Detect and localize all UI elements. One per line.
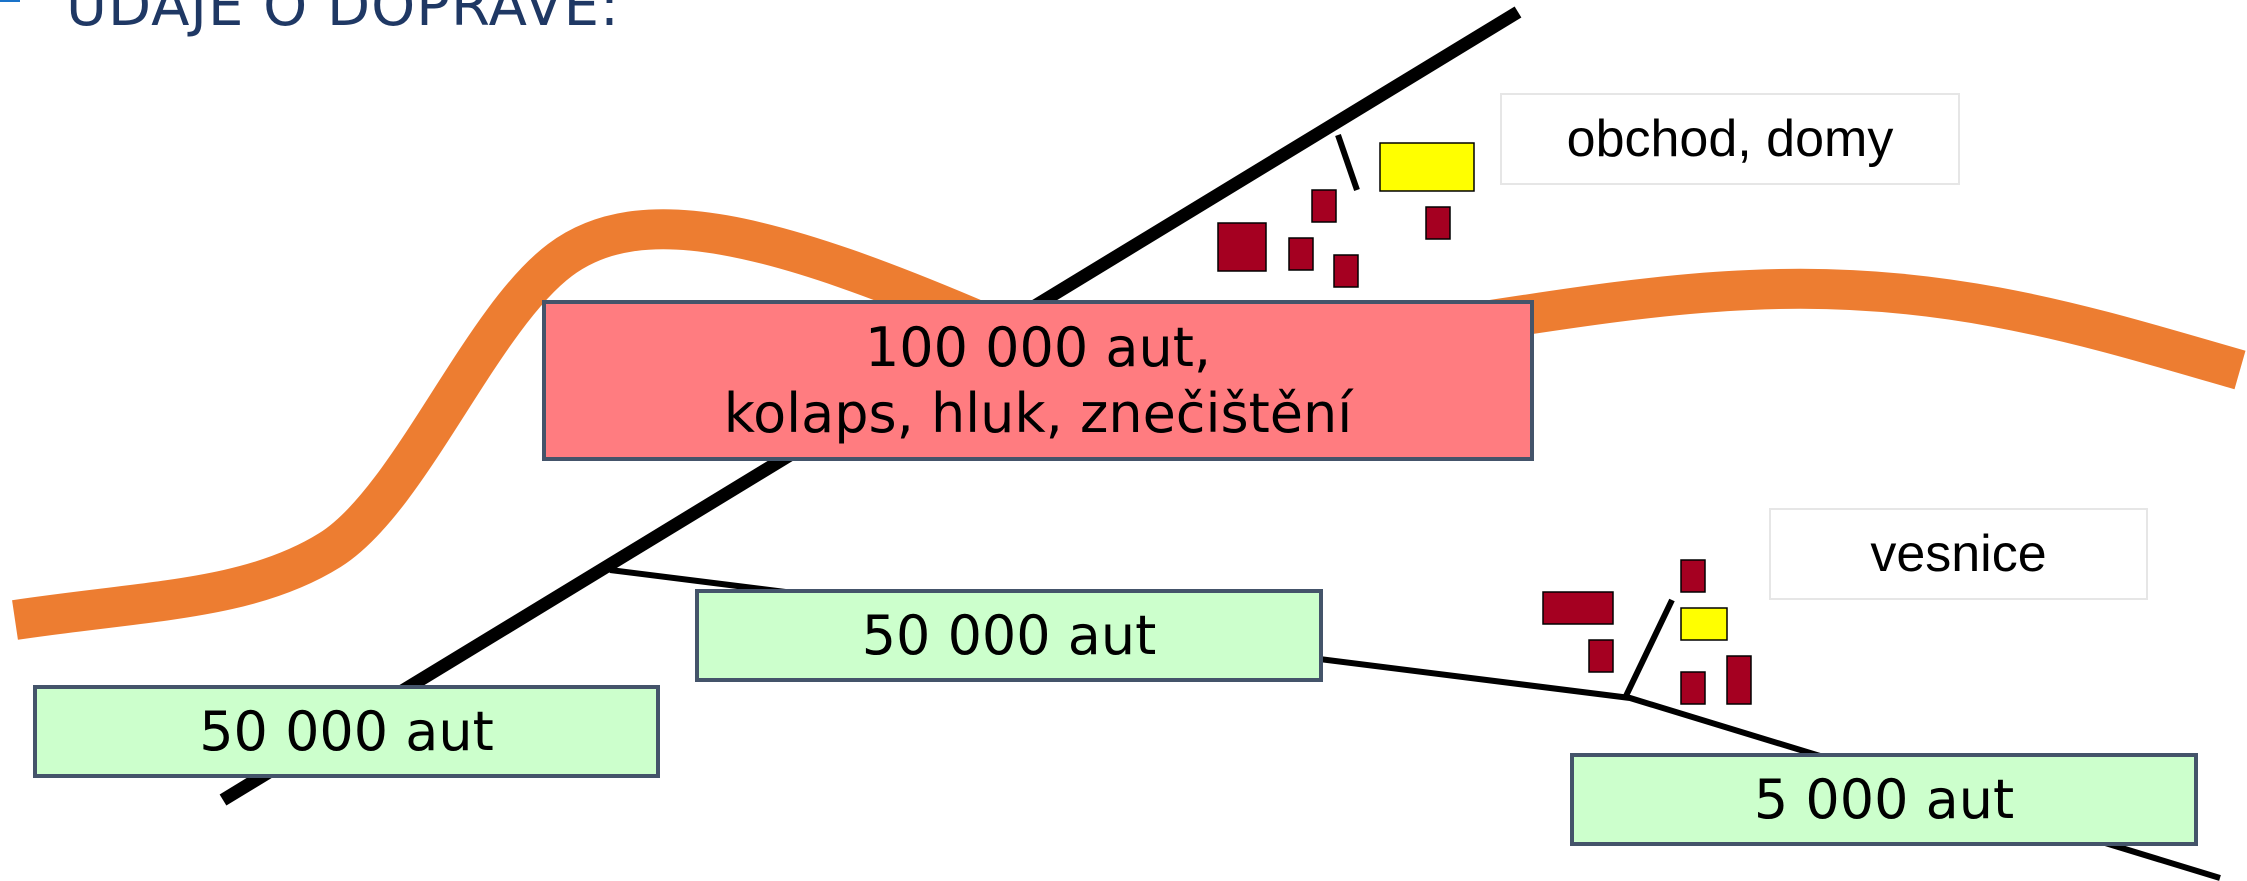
shop-icon — [1379, 142, 1475, 192]
bullet-icon — [0, 0, 20, 2]
house-icon — [1333, 254, 1359, 288]
house-icon — [1425, 206, 1451, 240]
page-title-text: ÚDAJE O DOPRAVĚ: — [66, 0, 620, 39]
house-icon — [1680, 671, 1706, 705]
town-label: obchod, domy — [1500, 93, 1960, 185]
town-access-road — [1335, 134, 1360, 191]
shop-icon — [1680, 607, 1728, 641]
house-icon — [1588, 639, 1614, 673]
village-access-road — [1622, 598, 1675, 700]
house-icon — [1288, 237, 1314, 271]
middle-road-traffic-box: 50 000 aut — [695, 589, 1323, 682]
house-icon — [1680, 559, 1706, 593]
main-road-traffic-count: 100 000 aut, — [864, 315, 1212, 379]
house-icon — [1311, 189, 1337, 223]
house-icon — [1726, 655, 1752, 705]
village-label: vesnice — [1769, 508, 2148, 600]
village-road-traffic-box: 5 000 aut — [1570, 753, 2198, 846]
river — [12, 209, 2246, 640]
house-icon — [1217, 222, 1267, 272]
main-road-traffic-impact: kolaps, hluk, znečištění — [723, 381, 1353, 445]
page-title: ÚDAJE O DOPRAVĚ: — [0, 0, 620, 44]
main-road-traffic-box: 100 000 aut, kolaps, hluk, znečištění — [542, 300, 1534, 461]
left-road-traffic-box: 50 000 aut — [33, 685, 660, 778]
house-icon — [1542, 591, 1614, 625]
